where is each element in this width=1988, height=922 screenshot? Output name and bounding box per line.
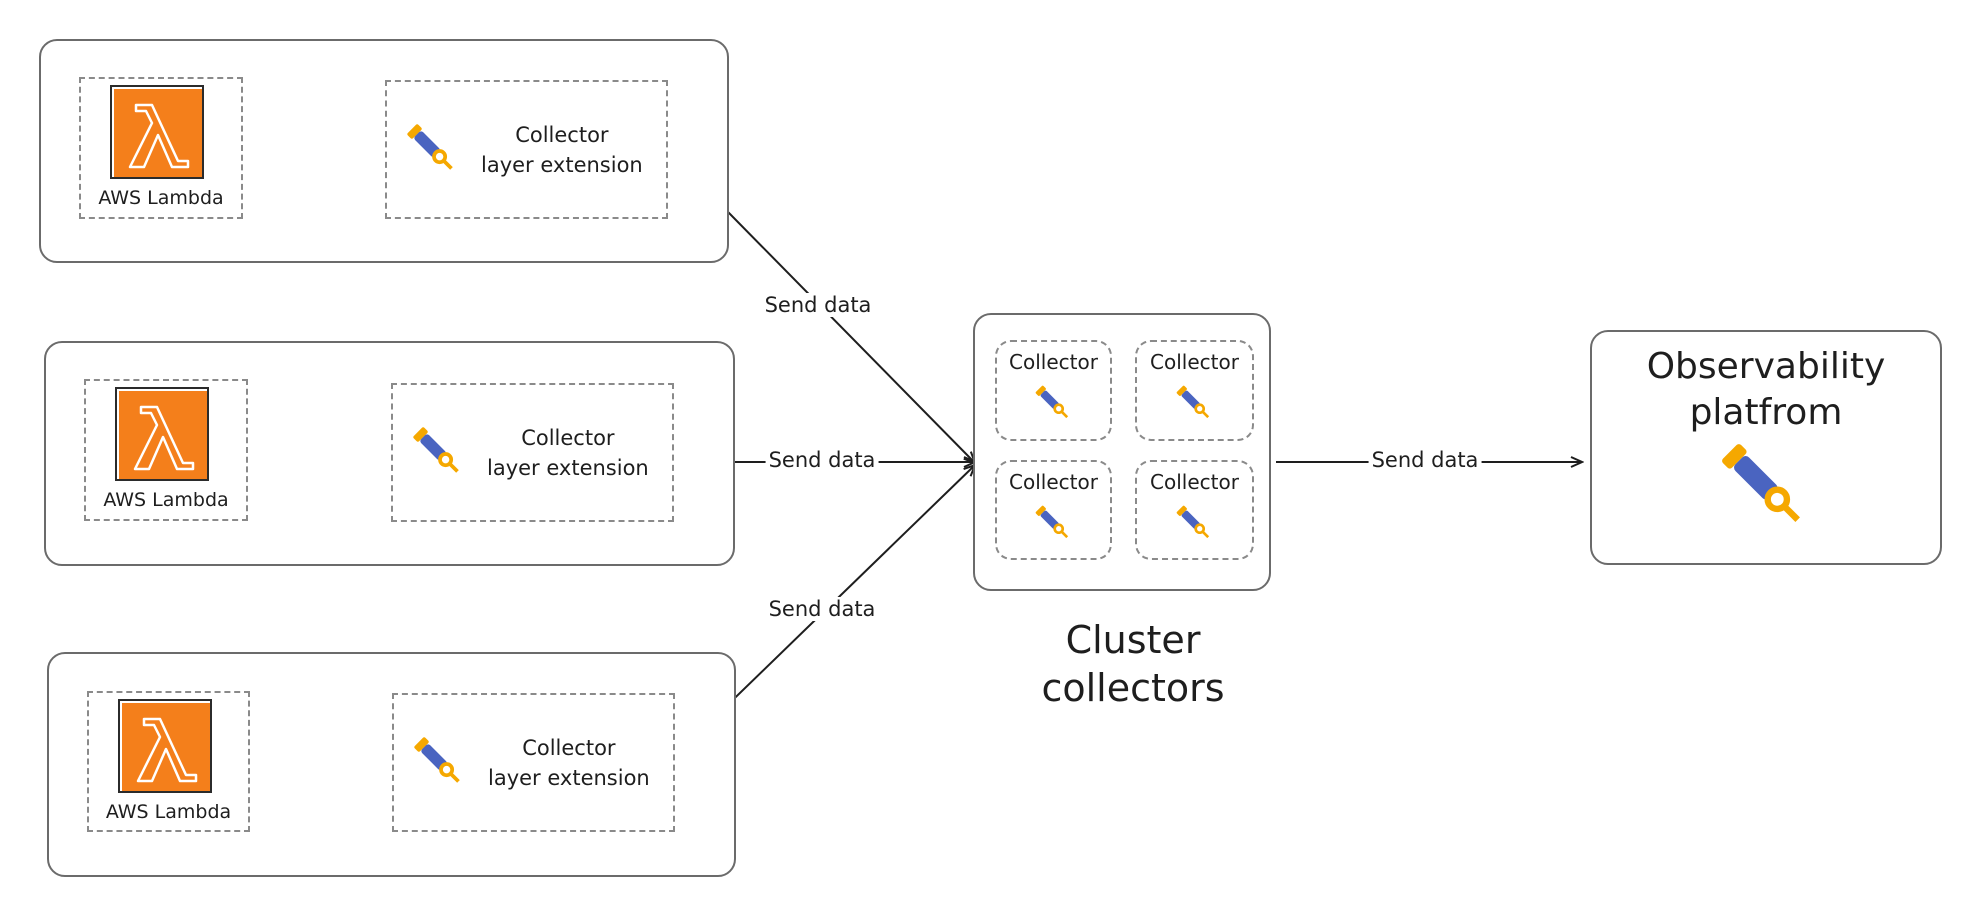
- collector-label: Collector: [1009, 350, 1098, 374]
- lambda-label: AWS Lambda: [98, 187, 224, 209]
- opentelemetry-telescope-icon: [1176, 385, 1209, 419]
- cluster-collector-3: Collector: [995, 460, 1112, 560]
- edge-label-send-data-3: Send data: [765, 597, 879, 621]
- aws-lambda-icon: [110, 85, 208, 183]
- collector-label: Collector: [1150, 470, 1239, 494]
- opentelemetry-telescope-icon: [1722, 444, 1800, 522]
- lambda-label: AWS Lambda: [105, 801, 232, 823]
- edge-label-send-data-4: Send data: [1368, 448, 1482, 472]
- opentelemetry-telescope-icon: [407, 123, 453, 170]
- lambda-function-3: AWS Lambda: [87, 691, 250, 832]
- aws-lambda-icon: [115, 387, 213, 485]
- cluster-collector-2: Collector: [1135, 340, 1254, 441]
- opentelemetry-telescope-icon: [414, 736, 460, 783]
- collector-label: Collector: [1009, 470, 1098, 494]
- opentelemetry-telescope-icon: [1176, 505, 1209, 539]
- cluster-collector-4: Collector: [1135, 460, 1254, 560]
- lambda-label: AWS Lambda: [103, 489, 229, 511]
- cluster-collector-1: Collector: [995, 340, 1112, 441]
- opentelemetry-telescope-icon: [413, 426, 459, 473]
- opentelemetry-telescope-icon: [1035, 505, 1068, 539]
- opentelemetry-telescope-icon: [1035, 385, 1068, 419]
- aws-lambda-icon: [117, 699, 216, 797]
- edge-label-send-data-1: Send data: [761, 293, 875, 317]
- lambda-function-2: AWS Lambda: [84, 379, 248, 521]
- lambda-function-1: AWS Lambda: [79, 77, 243, 219]
- collector-label: Collector: [1150, 350, 1239, 374]
- edge-label-send-data-2: Send data: [765, 448, 879, 472]
